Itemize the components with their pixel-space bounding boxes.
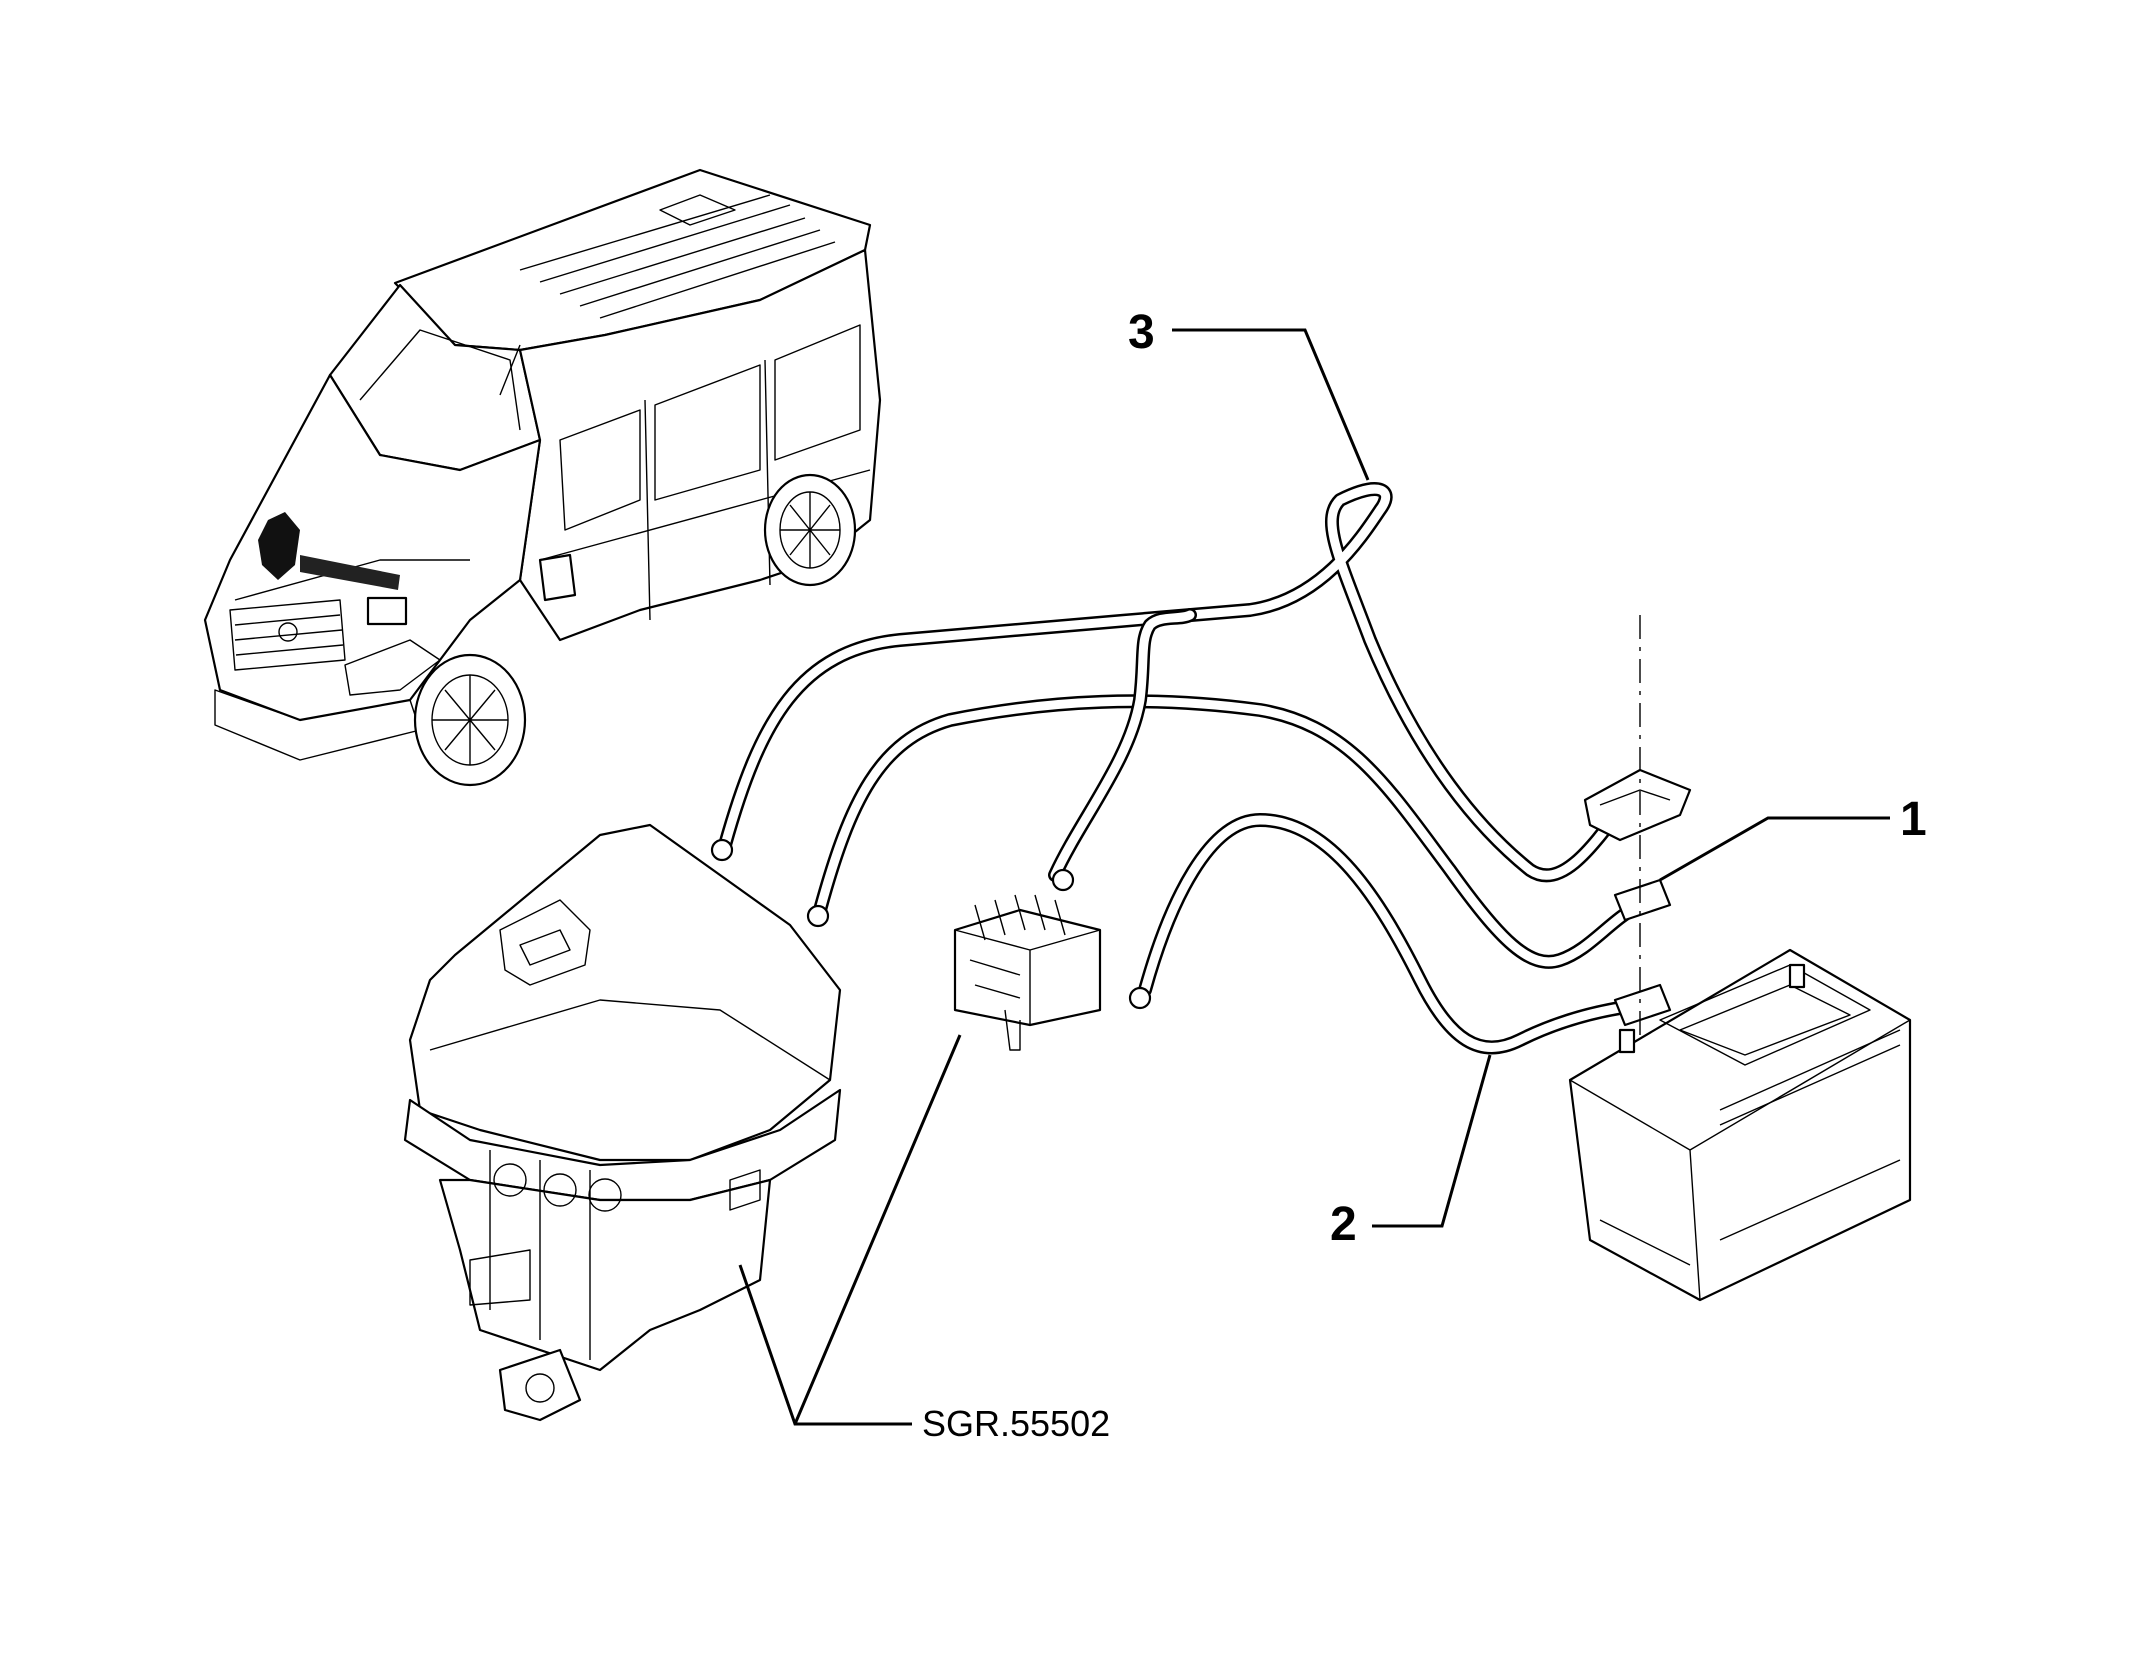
callout-1: 1 xyxy=(1900,793,1927,846)
battery-cable-harness xyxy=(710,482,1692,1115)
callout-2: 2 xyxy=(1330,1198,1357,1251)
reference-code: SGR.55502 xyxy=(922,1403,1110,1444)
connector-block-illustration xyxy=(953,894,1102,1051)
leader-line-1 xyxy=(1659,816,1890,882)
battery-illustration xyxy=(1568,948,1912,1302)
leader-line-2 xyxy=(1372,1054,1492,1228)
leader-line-reference xyxy=(738,1034,962,1426)
leader-line-3 xyxy=(1172,328,1370,481)
callout-3: 3 xyxy=(1128,306,1155,359)
fuse-box-illustration xyxy=(403,823,842,1422)
van-overview-illustration xyxy=(203,168,882,787)
